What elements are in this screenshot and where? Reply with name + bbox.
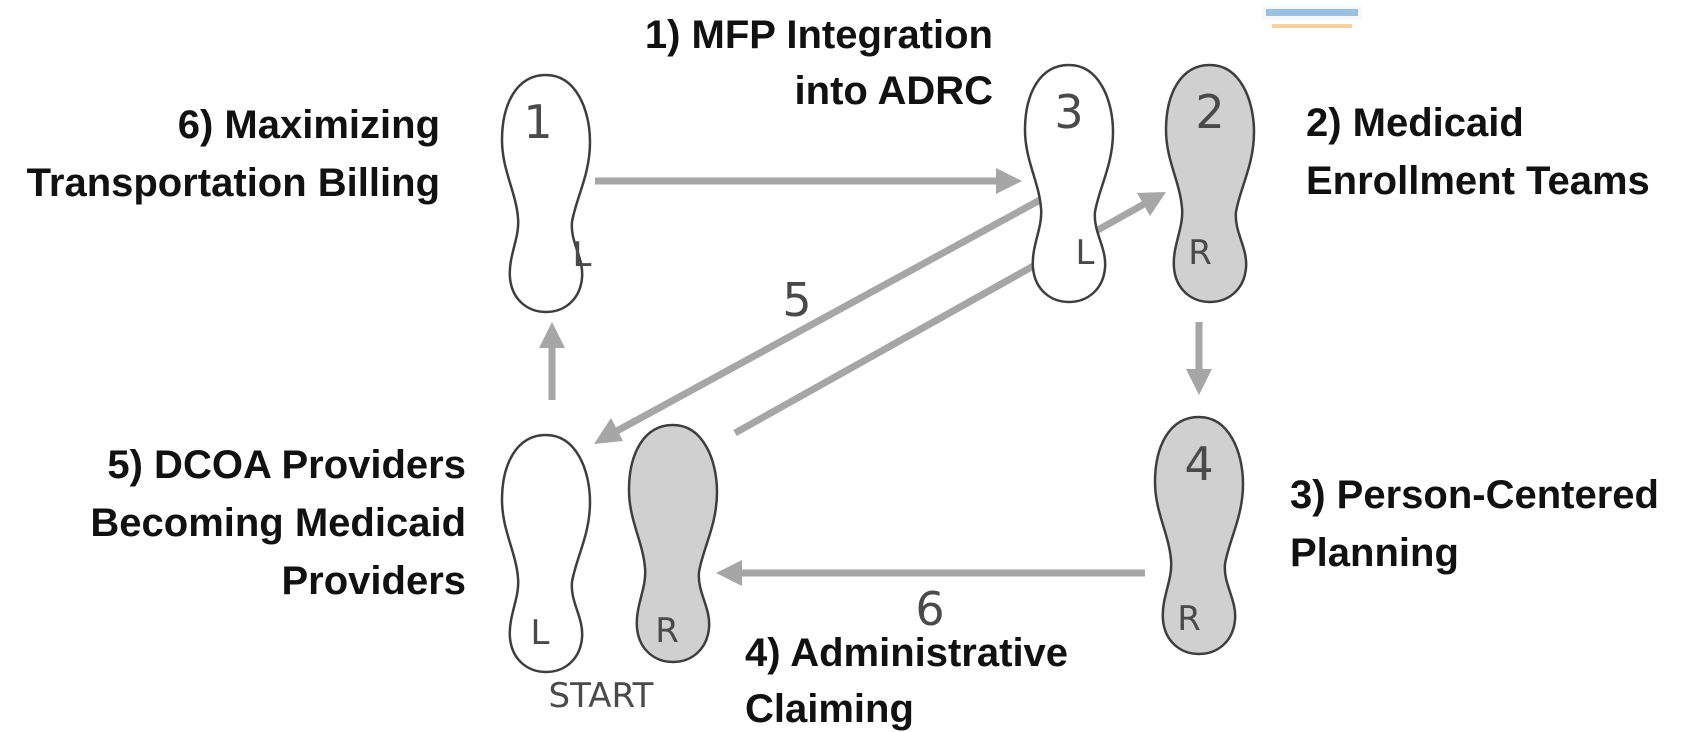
arrow-step-1-to-3	[595, 168, 1022, 194]
label-line: Enrollment Teams	[1306, 159, 1650, 203]
footprint-1-left: 1 L	[500, 73, 592, 314]
footprint-4-right: 4 R	[1153, 415, 1245, 656]
footprint-side-letter: R	[1188, 233, 1212, 273]
label-step-1: 1) MFP Integration into ADRC	[645, 13, 993, 113]
label-line: Providers	[281, 559, 466, 603]
arrow-4-to-start-6	[716, 560, 1145, 586]
label-line: 3) Person-Centered	[1290, 473, 1659, 517]
label-line: Claiming	[745, 687, 914, 731]
arrow-start-to-1	[539, 322, 565, 400]
label-line: into ADRC	[795, 69, 993, 113]
footprint-side-letter: L	[531, 613, 550, 653]
arrow-3-to-start-5	[594, 196, 1042, 444]
arrow-2-to-4	[1186, 322, 1212, 395]
step-number-5: 5	[782, 273, 811, 327]
label-line: 6) Maximizing	[178, 103, 440, 147]
footprint-side-letter: L	[1076, 233, 1095, 273]
label-step-3: 3) Person-Centered Planning	[1290, 473, 1659, 575]
label-step-2: 2) Medicaid Enrollment Teams	[1306, 101, 1650, 203]
label-line: Planning	[1290, 531, 1459, 575]
label-line: 4) Administrative	[745, 631, 1068, 675]
logo	[1262, 6, 1362, 28]
footprint-number: 4	[1184, 437, 1213, 491]
footprint-side-letter: R	[1177, 599, 1201, 639]
label-line: 5) DCOA Providers	[107, 443, 466, 487]
footprint-number: 3	[1054, 85, 1083, 139]
footprint-2-right: 2 R	[1164, 63, 1256, 304]
label-step-4: 4) Administrative Claiming	[745, 631, 1068, 731]
label-step-6: 6) Maximizing Transportation Billing	[27, 103, 440, 205]
label-line: 2) Medicaid	[1306, 101, 1524, 145]
start-label: START	[549, 676, 654, 716]
label-line: 1) MFP Integration	[645, 13, 993, 57]
label-line: Transportation Billing	[27, 161, 440, 205]
label-line: Becoming Medicaid	[90, 501, 466, 545]
footprint-start-right: R	[627, 423, 719, 664]
footprint-side-letter: R	[655, 611, 679, 651]
footprint-3-left: 3 L	[1023, 63, 1115, 304]
step-number-6: 6	[915, 582, 944, 636]
label-step-5: 5) DCOA Providers Becoming Medicaid Prov…	[90, 443, 466, 603]
footprint-side-letter: L	[573, 235, 592, 275]
footprint-number: 1	[523, 95, 552, 149]
footprint-start-left: L	[500, 433, 592, 674]
footprint-number: 2	[1195, 85, 1224, 139]
